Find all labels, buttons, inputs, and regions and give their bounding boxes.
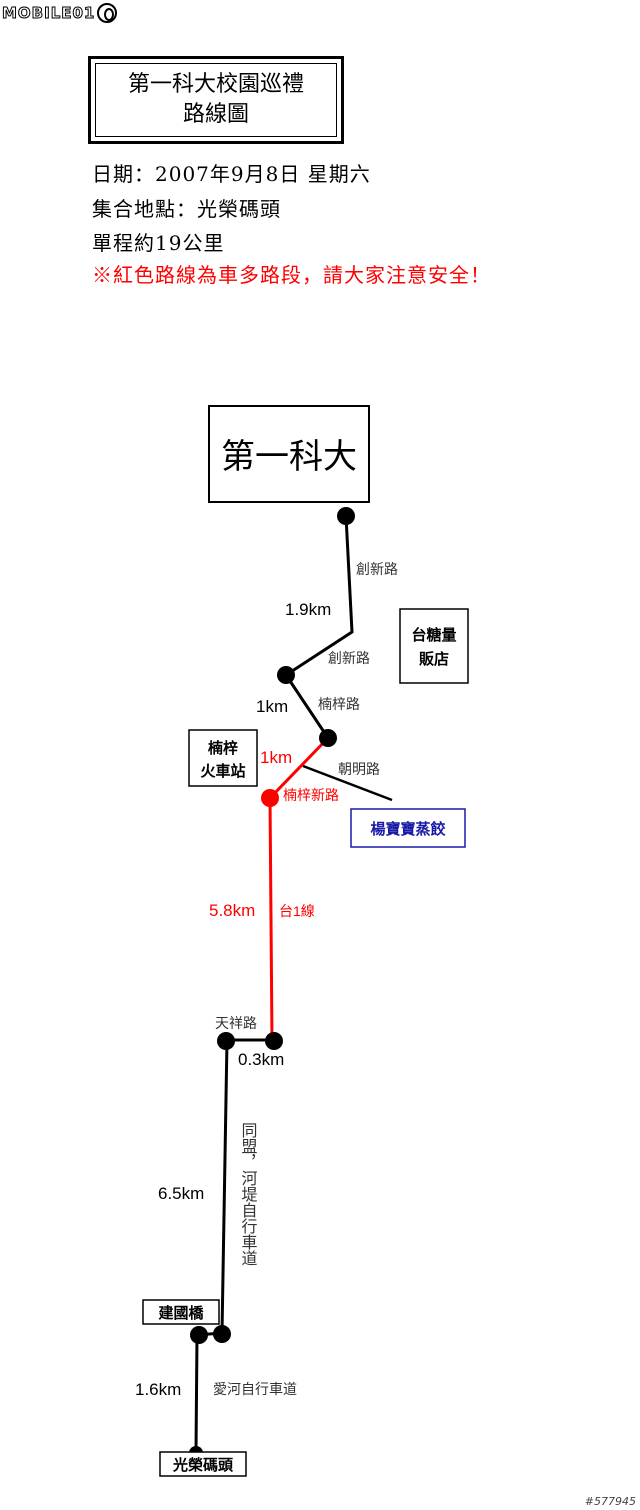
- zhaoming-road-line: [302, 764, 393, 802]
- road-label-tongmeng-bike: 同盟，河堤自行車道: [239, 1122, 258, 1266]
- road-label-tai1: 台1線: [279, 903, 315, 919]
- node-nanzi-road: [319, 729, 337, 747]
- title-inner-frame: 第一科大校園巡禮 路線圖: [95, 63, 337, 137]
- distance-label-5: 0.3km: [238, 1050, 284, 1069]
- node-jianguo-east: [213, 1325, 231, 1343]
- start-box-label: 第一科大: [221, 438, 357, 476]
- distance-label-6: 6.5km: [158, 1184, 204, 1203]
- distance-text: 單程約19公里: [92, 231, 225, 255]
- title-box: 第一科大校園巡禮 路線圖: [88, 56, 344, 144]
- red-route-segment: [268, 736, 330, 1041]
- road-label-nanzi-new: 楠梓新路: [283, 787, 339, 803]
- distance-label-1: 1.9km: [285, 600, 331, 619]
- nanzi-station-label-2: 火車站: [200, 762, 245, 780]
- node-chuangxin: [277, 666, 295, 684]
- node-tianxiang-east: [265, 1032, 283, 1050]
- meeting-point-text: 集合地點：光榮碼頭: [92, 197, 281, 221]
- mobile01-logo: MOBILE01: [1, 2, 118, 24]
- jianguo-bridge-box: [142, 1299, 220, 1325]
- jianguo-bridge-label: 建國橋: [158, 1304, 204, 1322]
- logo-face-icon: [97, 3, 118, 23]
- sugar-hotel-box: [399, 608, 469, 684]
- warning-text: ※紅色路線為車多路段，請大家注意安全！: [92, 263, 491, 287]
- title-line-1: 第一科大校園巡禮: [127, 72, 304, 97]
- nanzi-station-box: [188, 729, 258, 787]
- date-text: 日期：2007年9月8日 星期六: [92, 162, 371, 186]
- title-line-2: 路線圖: [182, 102, 249, 127]
- distance-label-7: 1.6km: [135, 1380, 181, 1399]
- node-tianxiang-west: [217, 1032, 235, 1050]
- node-nanzi-new-road: [261, 789, 279, 807]
- nanzi-station-label-1: 楠梓: [208, 739, 238, 757]
- guangrong-pier-box: [159, 1451, 247, 1477]
- logo-text: MOBILE01: [1, 4, 96, 23]
- node-jianguo-west: [190, 1326, 208, 1344]
- sugar-hotel-label-1: 台糖量: [411, 626, 456, 644]
- road-label-zhaoming: 朝明路: [338, 761, 380, 777]
- node-campus: [337, 507, 355, 525]
- road-label-nanzi: 楠梓路: [318, 696, 360, 712]
- road-label-chuangxin-2: 創新路: [328, 650, 370, 666]
- distance-label-4: 5.8km: [209, 901, 255, 920]
- distance-label-3: 1km: [260, 748, 292, 767]
- road-label-chuangxin-1: 創新路: [356, 561, 398, 577]
- start-box: [208, 405, 370, 503]
- sugar-hotel-label-2: 販店: [419, 650, 449, 668]
- road-label-aihe-bike: 愛河自行車道: [213, 1381, 297, 1397]
- distance-label-2: 1km: [256, 697, 288, 716]
- dumpling-shop-box: [350, 808, 466, 848]
- route-segment-north: [283, 515, 354, 739]
- road-label-tianxiang: 天祥路: [215, 1015, 257, 1031]
- dumpling-shop-label: 楊寶寶蒸餃: [370, 820, 446, 838]
- guangrong-pier-label: 光榮碼頭: [172, 1456, 234, 1474]
- watermark-id: #577945: [584, 1495, 636, 1508]
